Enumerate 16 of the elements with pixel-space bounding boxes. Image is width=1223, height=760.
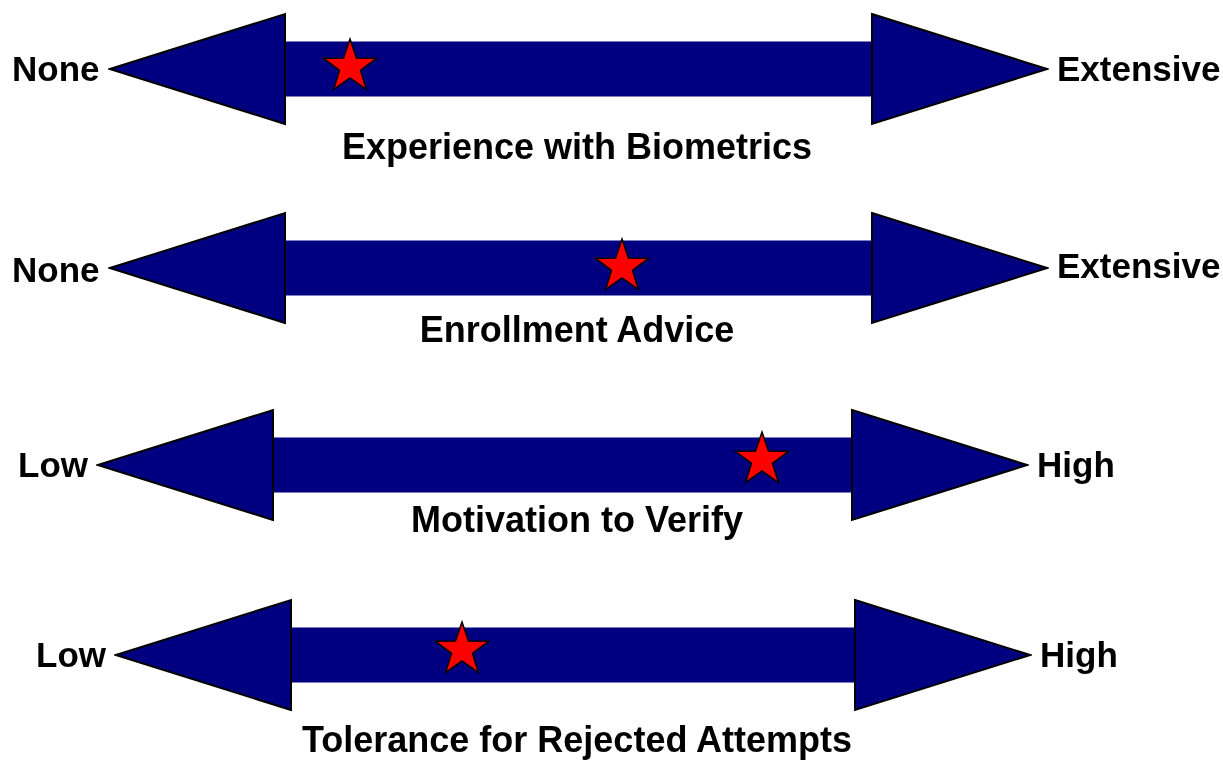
double-arrow — [109, 212, 1048, 324]
scale-end-label: Low — [36, 635, 106, 675]
double-arrow — [109, 13, 1048, 125]
double-arrow — [115, 599, 1031, 711]
scale-caption: Experience with Biometrics — [341, 126, 813, 168]
double-arrow — [97, 409, 1028, 521]
scale-caption: Tolerance for Rejected Attempts — [301, 719, 853, 760]
scale-end-label: High — [1037, 445, 1115, 485]
scale-end-label: None — [12, 49, 100, 89]
scale-caption: Motivation to Verify — [411, 499, 743, 541]
scale-end-label: Low — [18, 445, 88, 485]
scale-caption: Enrollment Advice — [419, 309, 735, 351]
scale-end-label: Extensive — [1057, 49, 1221, 89]
scale-end-label: Extensive — [1057, 246, 1221, 286]
scale-end-label: None — [12, 250, 100, 290]
scale-end-label: High — [1040, 635, 1118, 675]
